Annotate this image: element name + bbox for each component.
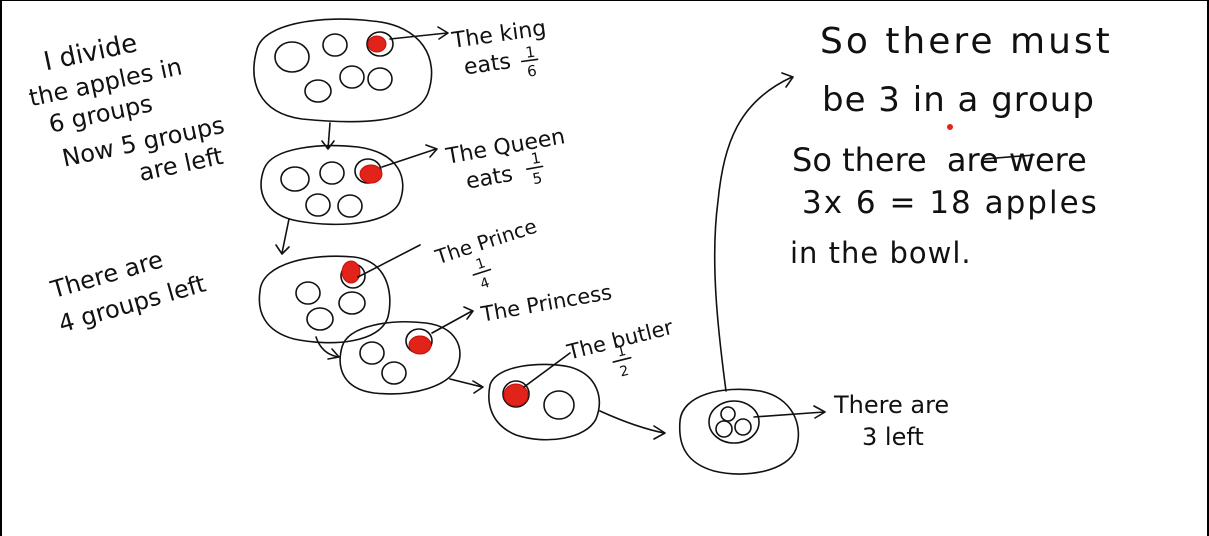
eaten-apple-mark [341,260,361,284]
princess-label: The Princess [478,280,613,327]
bowl-3-left [678,388,800,475]
eaten-apple-mark [408,335,432,355]
arrow-to-left-count [753,405,826,419]
arrow-down-2 [275,218,290,255]
struck-word: are [947,141,999,179]
bowl-2-apples [488,363,600,441]
apple [305,193,331,217]
butler-fraction-denominator: 2 [618,363,631,381]
conclusion-line3-b: were [1009,141,1087,179]
apple [720,406,736,422]
apple [543,390,575,420]
queen-fraction-numerator: 1 [530,149,543,168]
conclusion: So there must be 3 in a group So there a… [790,21,1113,270]
queen-label-line2: eats [464,162,515,195]
apple [715,420,733,438]
apple [381,361,407,385]
apple [359,341,385,365]
arrow-to-princess [431,306,474,334]
arrow-right-5 [599,410,666,440]
apple [367,67,393,91]
eaten-apple-mark [359,164,383,184]
apple [295,281,321,305]
apple [274,41,310,73]
apple [306,307,334,331]
conclusion-line2: be 3 in a group [822,80,1095,120]
label-butler: The butler 1 2 [564,315,676,381]
apple [366,31,394,57]
prince-fraction-denominator: 4 [478,275,492,293]
label-queen: The Queen eats 1 5 [443,124,567,195]
apple-cluster [708,400,760,444]
apple [502,380,530,408]
king-fraction-numerator: 1 [524,43,536,62]
apple [304,79,332,103]
label-king: The king eats 1 6 [450,16,548,81]
arrow-down-3 [315,336,340,360]
arrow-down-1 [321,122,335,150]
apple [319,161,345,185]
red-dot [947,124,953,130]
apple [338,291,366,315]
bowl-5-apples [260,144,404,226]
eaten-apple-mark [367,35,387,53]
apple [337,194,363,218]
prince-label-line1: The Prince [431,214,539,270]
arrow-to-king [389,26,449,40]
arrow-to-queen [381,144,438,168]
arrow-to-butler [523,352,571,388]
conclusion-line4: 3x 6 = 18 apples [802,185,1099,221]
conclusion-line3: So there are were [792,141,1087,179]
apple [339,65,365,89]
label-left: There are 3 left [833,391,949,451]
left-notes: I divide the apples in 6 groups Now 5 gr… [26,28,227,187]
conclusion-line3-a: So there [792,141,927,179]
queen-fraction-denominator: 5 [531,169,544,188]
left-label-line1: There are [833,391,949,419]
bowl-4-apples [258,255,391,344]
king-fraction-denominator: 6 [526,62,538,81]
apple [734,418,752,436]
apple [322,33,348,57]
label-princess: The Princess [478,280,613,327]
bowl-6-apples [253,18,433,123]
conclusion-line1: So there must [820,21,1113,62]
label-prince: The Prince 1 4 [431,214,539,293]
conclusion-line5: in the bowl. [790,236,972,270]
arrow-to-conclusion [713,72,794,392]
strike-line [983,154,1035,160]
left-notes-2: There are 4 groups left [47,245,209,338]
butler-fraction-numerator: 1 [615,343,628,361]
apple [280,166,310,192]
bowl-3-apples [339,321,461,395]
eaten-apple-mark [503,383,529,407]
left-label-line2: 3 left [862,423,924,451]
king-label-line2: eats [462,49,512,80]
arrow-right-4 [449,378,484,394]
arrow-to-prince [357,244,421,278]
